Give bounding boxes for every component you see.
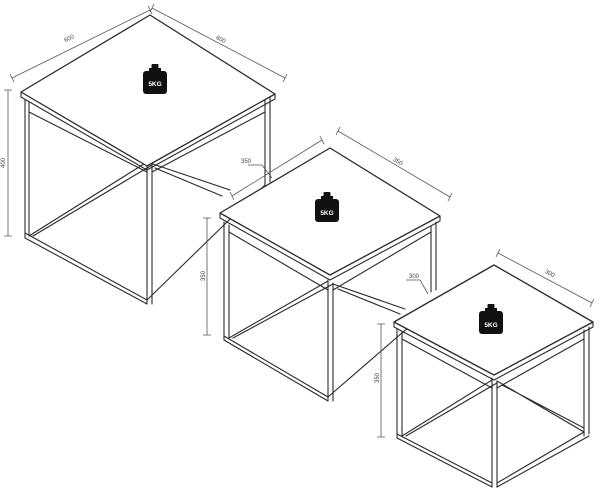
small-table: 300 300 350 5KG xyxy=(375,248,595,488)
large-width-left-label: 600 xyxy=(64,34,76,44)
large-weight-label: 5KG xyxy=(148,81,161,88)
small-height-label: 350 xyxy=(375,372,381,383)
small-table-frame xyxy=(396,326,590,488)
small-weight-label: 5KG xyxy=(484,322,497,329)
large-height-label: 400 xyxy=(1,157,7,168)
medium-width-left-label: 350 xyxy=(241,159,252,165)
medium-weight-label: 5KG xyxy=(320,210,333,217)
large-dimensions xyxy=(4,3,288,237)
medium-dimensions xyxy=(203,126,453,336)
small-width-right-label: 300 xyxy=(544,269,556,279)
large-weight-icon xyxy=(143,64,167,94)
medium-height-label: 350 xyxy=(201,270,207,281)
medium-weight-icon xyxy=(315,192,339,222)
small-width-left-label: 300 xyxy=(409,274,420,280)
medium-width-right-label: 350 xyxy=(392,157,404,168)
small-weight-icon xyxy=(479,304,503,334)
medium-table: 350 350 350 5KG xyxy=(201,126,453,402)
large-width-right-label: 600 xyxy=(215,35,227,45)
medium-table-frame xyxy=(223,221,437,402)
large-table: 600 600 400 5KG xyxy=(1,3,288,305)
small-dimensions xyxy=(377,248,595,438)
